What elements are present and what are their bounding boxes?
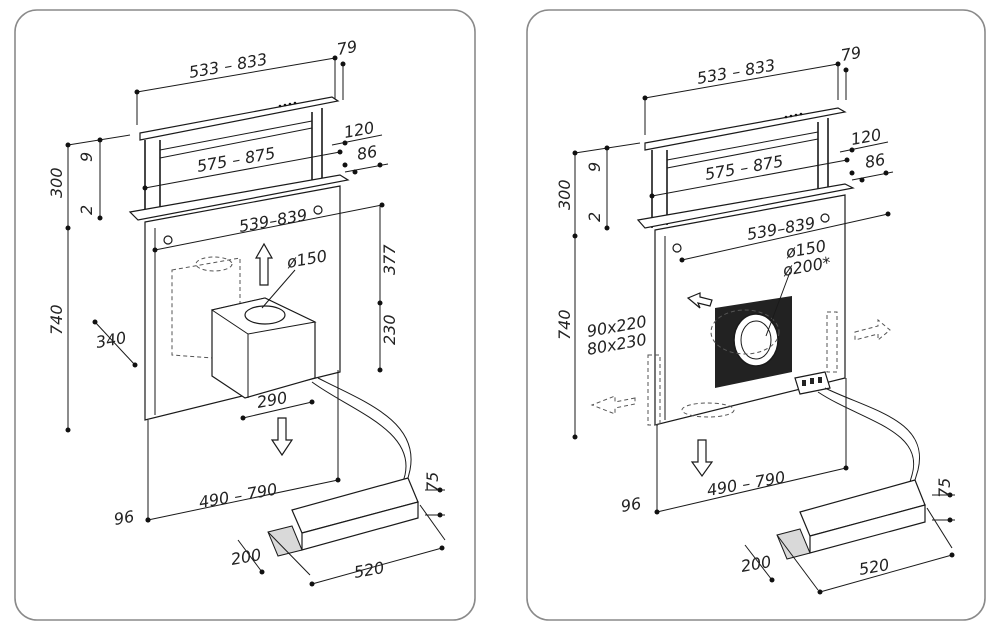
dim-96-r: 96 (619, 494, 642, 516)
dim-offset-top-r: 79 (839, 43, 862, 65)
dim-75-r: 75 (935, 478, 954, 498)
dim-h-9-r: 9 (585, 162, 604, 172)
dim-377: 377 (380, 244, 399, 275)
dim-230: 230 (380, 314, 399, 345)
hood-top-bar (139, 96, 340, 141)
left-diagram-panel: 533 – 833 79 9 300 2 740 575 – 875 120 (14, 9, 476, 621)
right-diagram-panel: 533 – 833 79 9 300 2 740 575 – 875 120 (526, 9, 986, 621)
airflow-arrow-icon (690, 439, 714, 478)
dim-h-740-r: 740 (555, 309, 574, 340)
worktop-frame-r (636, 183, 855, 229)
dim-h-9: 9 (77, 152, 96, 162)
dim-86: 86 (355, 142, 378, 164)
airflow-arrow-icon (270, 417, 294, 457)
worktop-frame (128, 174, 350, 221)
dim-h-2-r: 2 (585, 212, 604, 222)
airflow-arrow-icon (254, 242, 274, 286)
airflow-arrow-icon (686, 292, 713, 309)
hood-top-bar-r (644, 107, 847, 151)
dim-h-2: 2 (77, 205, 96, 215)
dim-96: 96 (112, 507, 135, 529)
dim-h-740: 740 (47, 304, 66, 335)
dim-h-300: 300 (47, 167, 66, 198)
dim-86-r: 86 (863, 150, 886, 172)
dim-h-300-r: 300 (555, 179, 574, 210)
dim-offset-top: 79 (335, 37, 358, 59)
dim-75: 75 (423, 472, 442, 492)
